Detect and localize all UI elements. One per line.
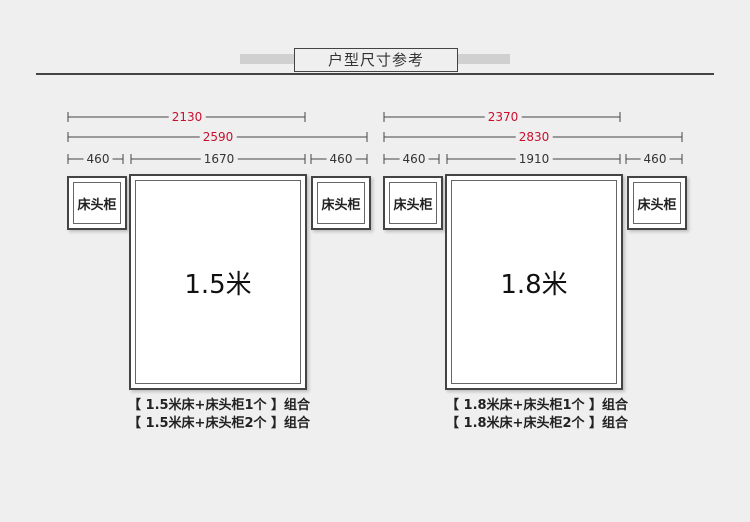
bed-label: 1.5米 [184, 269, 252, 300]
nightstand-inner-border [73, 182, 121, 224]
combo-line-1: 【 1.8米床+床头柜1个 】组合 [446, 398, 629, 413]
bed-label: 1.8米 [500, 269, 568, 300]
nightstand-label: 床头柜 [77, 197, 117, 213]
dim-label-nightstand-right: 460 [326, 152, 356, 166]
nightstand-right: 床头柜 [627, 176, 687, 230]
bed-1-5m: 1.5米 [129, 174, 307, 390]
combo-line-2: 【 1.8米床+床头柜2个 】组合 [446, 416, 629, 431]
bed-1-8m: 1.8米 [445, 174, 623, 390]
combo-line-1: 【 1.5米床+床头柜1个 】组合 [128, 398, 311, 413]
bed-inner-border [451, 180, 617, 384]
dim-label-nightstand-left: 460 [83, 152, 113, 166]
dim-label-bed-plus-one: 2370 [484, 110, 522, 124]
nightstand-inner-border [389, 182, 437, 224]
bed-inner-border [135, 180, 301, 384]
nightstand-left: 床头柜 [383, 176, 443, 230]
dim-label-bed-width: 1670 [200, 152, 238, 166]
page-title: 户型尺寸参考 [294, 48, 458, 72]
nightstand-right: 床头柜 [311, 176, 371, 230]
nightstand-label: 床头柜 [637, 197, 677, 213]
dim-label-total: 2830 [515, 130, 553, 144]
dim-label-bed-width: 1910 [515, 152, 553, 166]
dim-label-total: 2590 [199, 130, 237, 144]
nightstand-label: 床头柜 [393, 197, 433, 213]
title-shade-right [450, 54, 510, 64]
nightstand-left: 床头柜 [67, 176, 127, 230]
nightstand-inner-border [633, 182, 681, 224]
dim-label-nightstand-right: 460 [640, 152, 670, 166]
nightstand-inner-border [317, 182, 365, 224]
nightstand-label: 床头柜 [321, 197, 361, 213]
dim-label-bed-plus-one: 2130 [168, 110, 206, 124]
combo-line-2: 【 1.5米床+床头柜2个 】组合 [128, 416, 311, 431]
title-divider [36, 73, 714, 75]
dim-label-nightstand-left: 460 [399, 152, 429, 166]
title-shade-left [240, 54, 300, 64]
